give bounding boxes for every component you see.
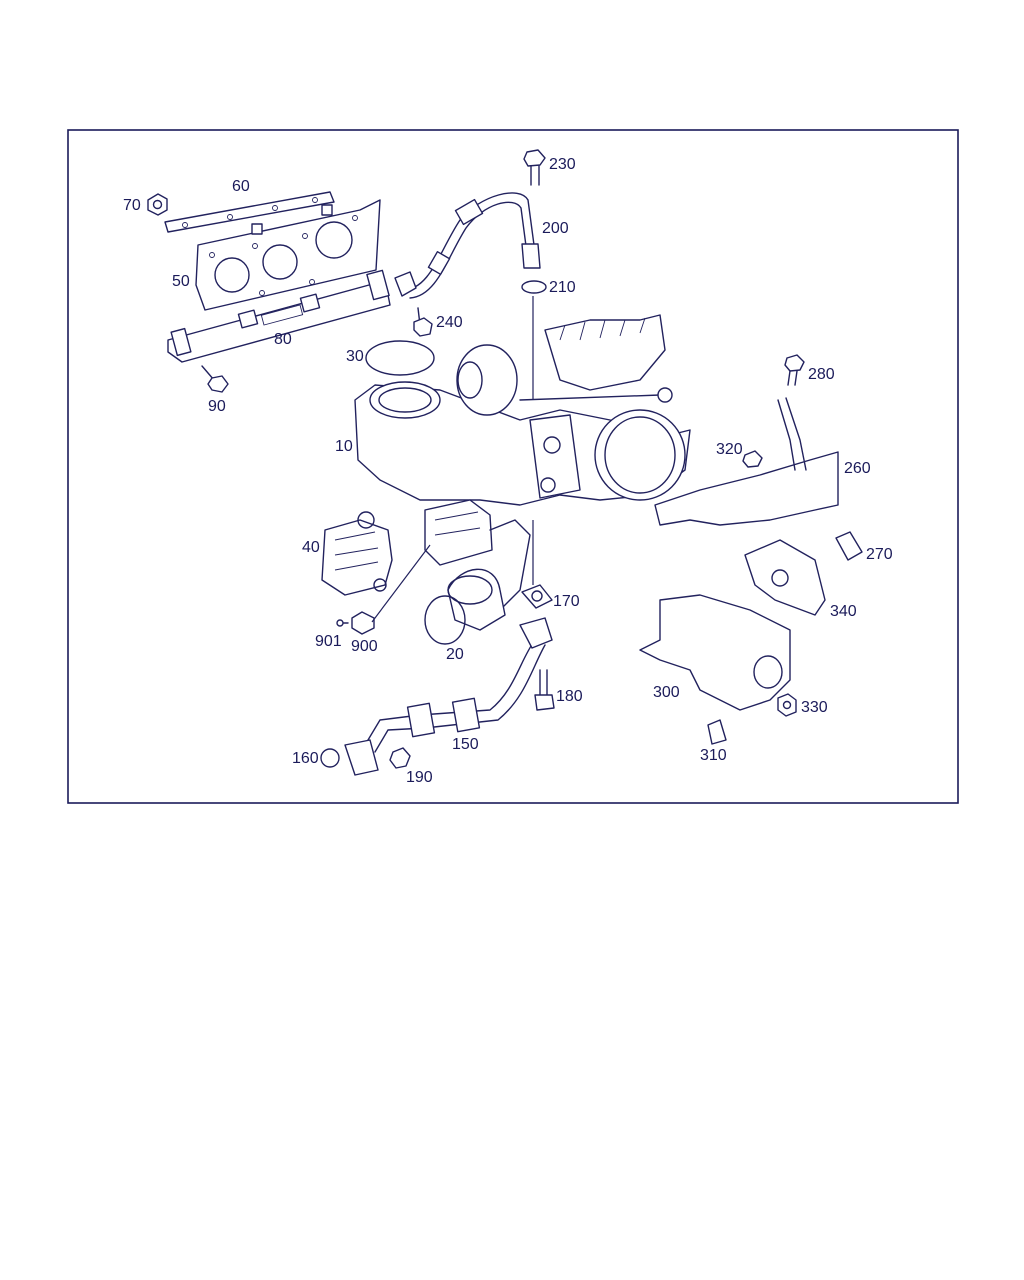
part-170-flange-gasket — [521, 584, 553, 609]
part-280-bolt — [784, 354, 805, 386]
part-50-manifold-gasket — [195, 199, 381, 311]
label-90: 90 — [208, 398, 226, 415]
part-230-bolt — [523, 149, 546, 186]
label-160: 160 — [292, 750, 319, 767]
part-180-bolt — [534, 669, 555, 711]
label-30: 30 — [346, 348, 364, 365]
label-60: 60 — [232, 178, 250, 195]
label-80: 80 — [274, 331, 292, 348]
label-310: 310 — [700, 747, 727, 764]
part-310-clip — [707, 719, 727, 745]
label-150: 150 — [452, 736, 479, 753]
part-300-heat-shield — [639, 594, 791, 711]
label-280: 280 — [808, 366, 835, 383]
part-150-oil-return-line — [344, 617, 553, 776]
turbo-actuator — [424, 499, 531, 611]
label-901: 901 — [315, 633, 342, 650]
part-30-gasket-ring — [365, 340, 435, 376]
label-300: 300 — [653, 684, 680, 701]
label-20: 20 — [446, 646, 464, 663]
label-50: 50 — [172, 273, 190, 290]
label-900: 900 — [351, 638, 378, 655]
label-40: 40 — [302, 539, 320, 556]
part-20-seal-ring — [424, 595, 466, 645]
label-10: 10 — [335, 438, 353, 455]
label-330: 330 — [801, 699, 828, 716]
part-80-bracket-rail — [167, 269, 391, 363]
label-260: 260 — [844, 460, 871, 477]
part-240-bolt — [413, 307, 433, 337]
label-230: 230 — [549, 156, 576, 173]
part-330-nut — [777, 693, 797, 717]
label-340: 340 — [830, 603, 857, 620]
part-160-seal-ring — [320, 748, 340, 768]
label-210: 210 — [549, 279, 576, 296]
part-200-oil-feed-line — [394, 192, 541, 299]
label-70: 70 — [123, 197, 141, 214]
leader-lines — [371, 296, 534, 623]
part-210-seal-ring — [521, 280, 547, 294]
part-10-turbocharger — [354, 314, 691, 506]
part-70-nut — [147, 193, 168, 216]
part-190-nut — [389, 747, 411, 769]
part-40-actuator — [321, 511, 393, 596]
part-900-connector — [336, 611, 375, 635]
label-240: 240 — [436, 314, 463, 331]
label-170: 170 — [553, 593, 580, 610]
part-320-bolt — [742, 450, 763, 468]
part-340-bracket — [744, 539, 826, 616]
part-60-gasket-strip — [164, 191, 335, 233]
part-270-clip — [835, 531, 863, 561]
label-180: 180 — [556, 688, 583, 705]
label-320: 320 — [716, 441, 743, 458]
label-200: 200 — [542, 220, 569, 237]
label-270: 270 — [866, 546, 893, 563]
part-20-outlet-elbow — [447, 568, 506, 631]
label-190: 190 — [406, 769, 433, 786]
part-260-heat-shield — [654, 397, 839, 526]
diagram-frame — [67, 129, 959, 804]
part-90-bolt — [201, 365, 229, 393]
